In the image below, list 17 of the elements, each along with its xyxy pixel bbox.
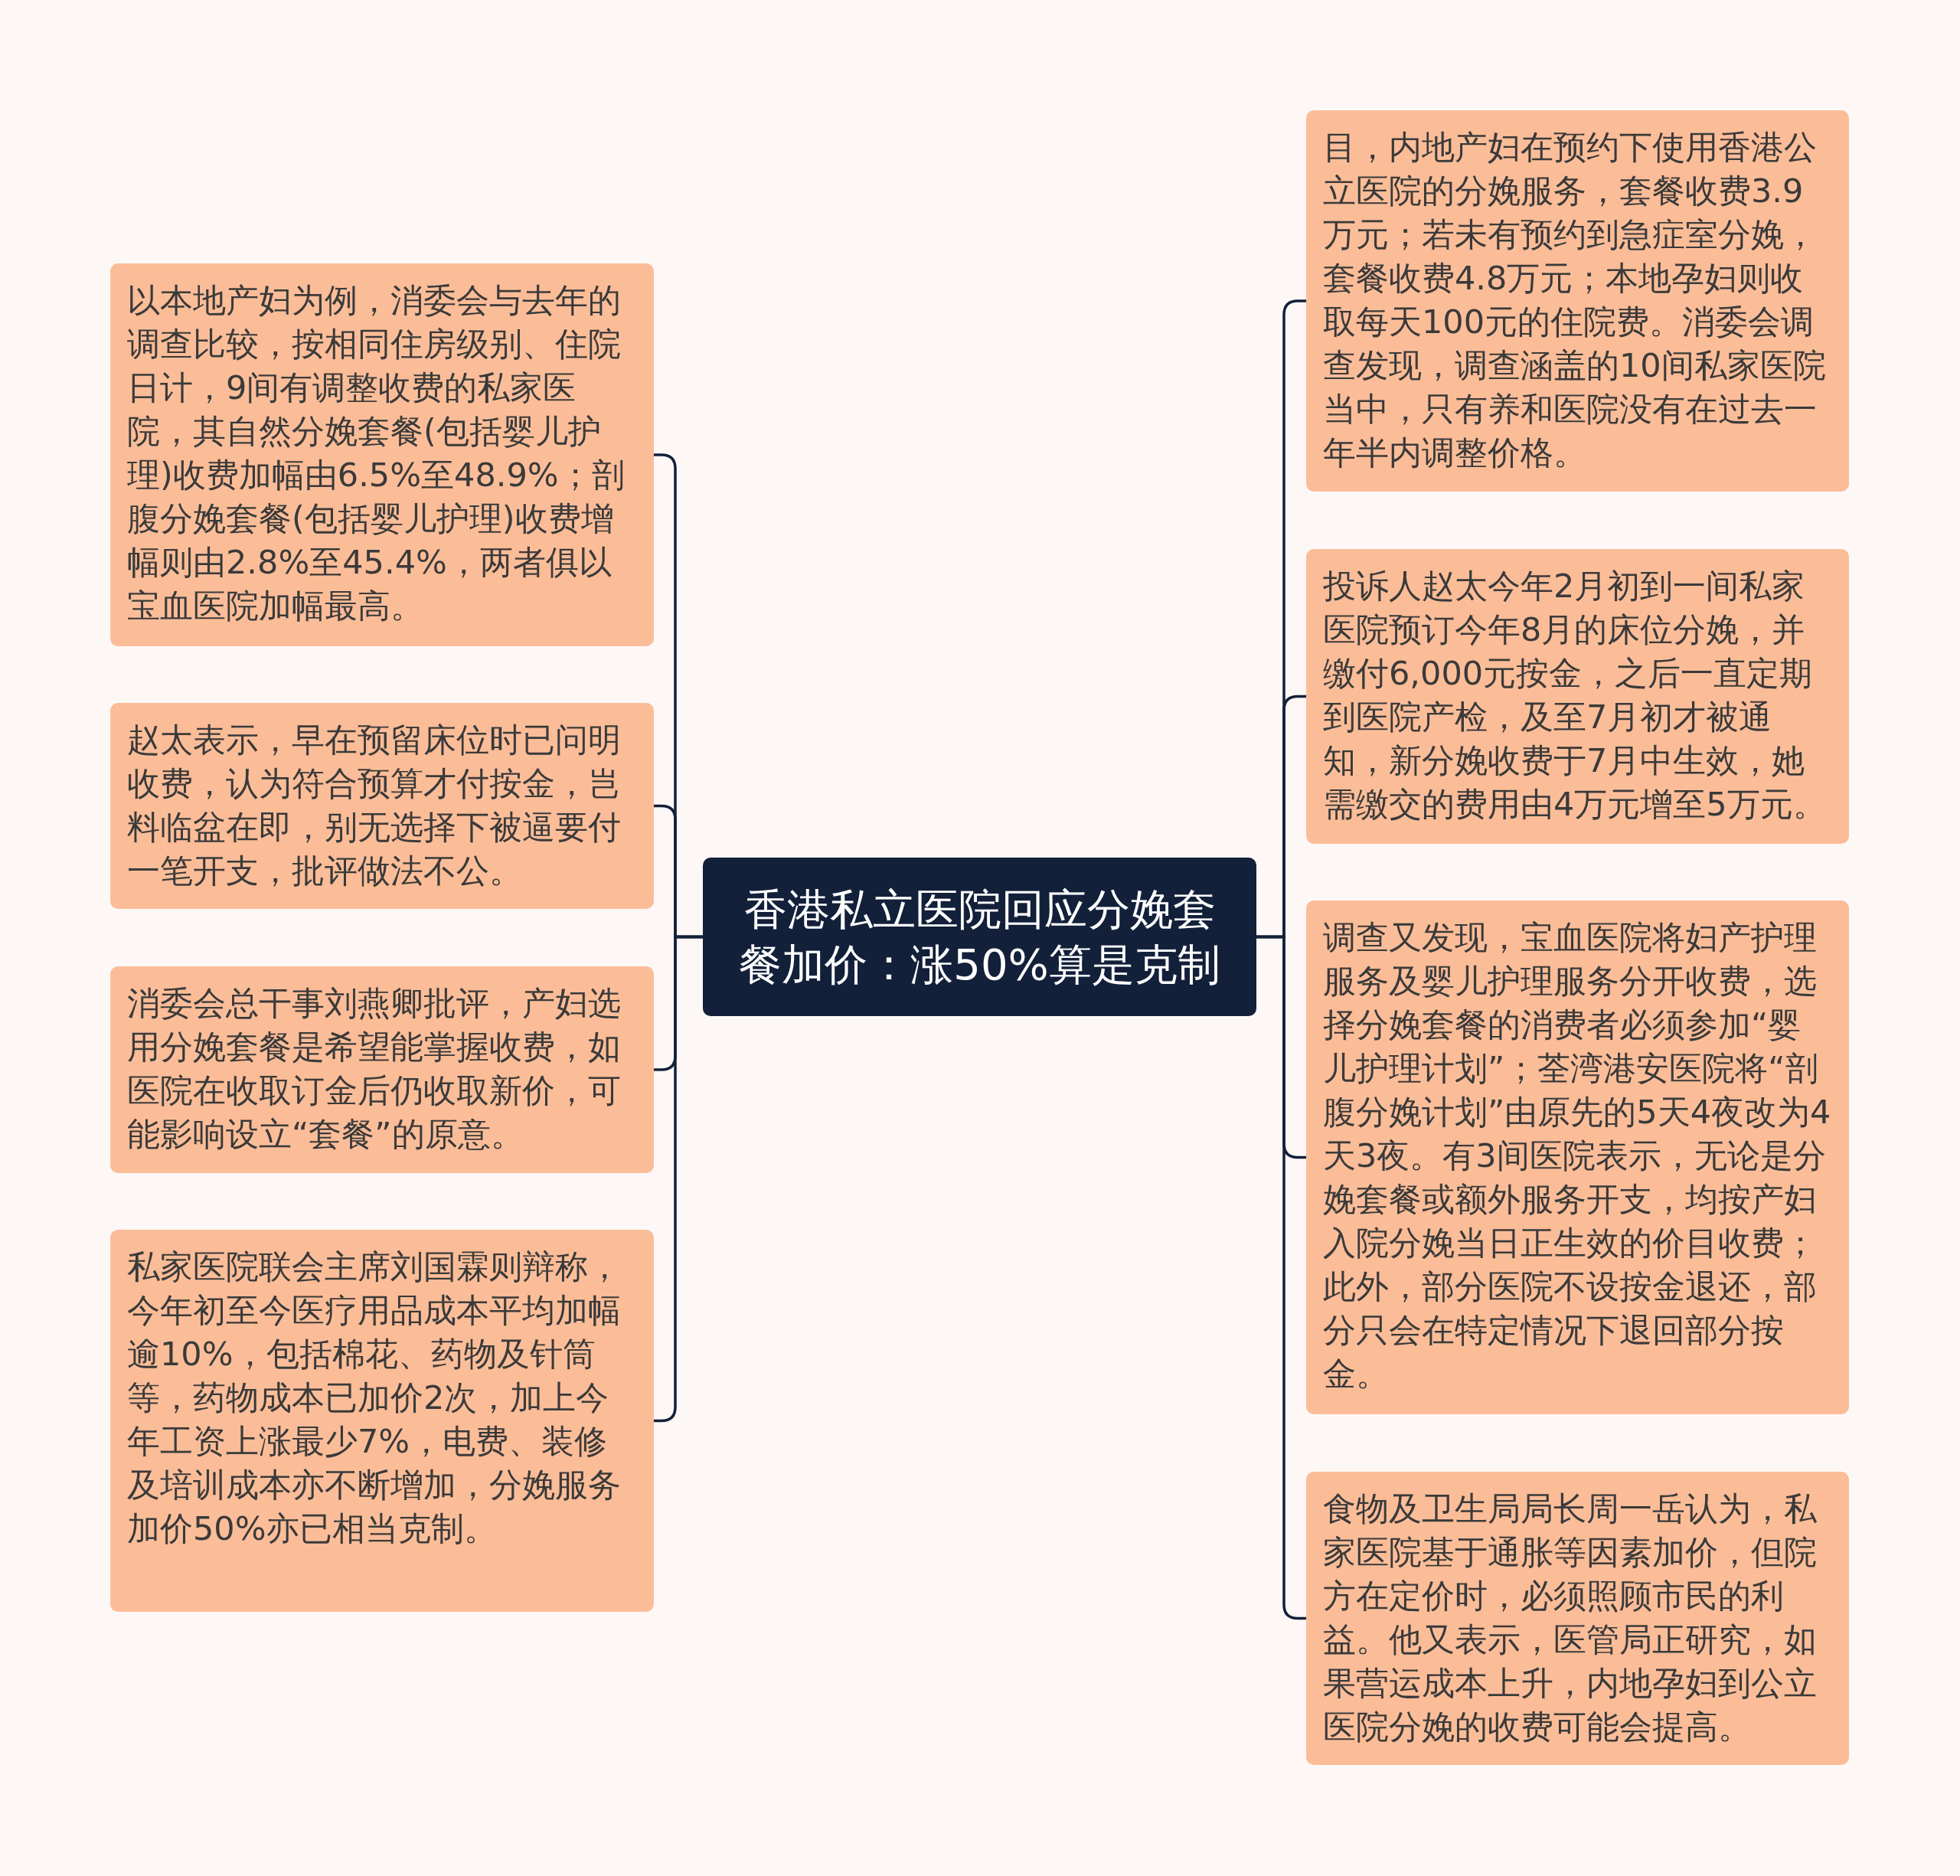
body-text: 以本地产妇为例，消委会与去年的调查比较，按相同住房级别、住院日计，9间有调整收费的私家医院，其自然分娩套餐(包括婴儿护理)收费加幅由6.5%至48.9%；剖腹分娩套餐(包括婴儿护理)收费增幅则由2.8%至45.4%，两者俱以宝血医院加幅最高。 <box>127 280 626 626</box>
body-text: 投诉人赵太今年2月初到一间私家医院预订今年8月的床位分娩，并缴付6,000元按金，之后一直定期到医院产检，及至7月初才被通知，新分娩收费于7月中生效，她需缴交的费用由4万元增至5万元。 <box>1323 566 1827 825</box>
body-text: 食物及卫生局局长周一岳认为，私家医院基于通胀等因素加价，但院方在定价时，必须照顾市民的利益。他又表示，医管局正研究，如果营运成本上升，内地孕妇到公立医院分娩的收费可能会提高。 <box>1323 1489 1818 1747</box>
body-text: 消委会总干事刘燕卿批评，产妇选用分娩套餐是希望能掌握收费，如医院在收取订金后仍收取新价，可能影响设立“套餐”的原意。 <box>127 983 622 1155</box>
topic-card <box>1306 110 1849 492</box>
central-topic <box>703 858 1256 1016</box>
topic-card <box>110 966 654 1173</box>
body-text: 目，内地产妇在预约下使用香港公立医院的分娩服务，套餐收费3.9万元；若未有预约到急症室分娩，套餐收费4.8万元；本地孕妇则收取每天100元的住院费。消委会调查发现，调查涵盖的10间私家医院当中，只有养和医院没有在过去一年半内调整价格。 <box>1323 127 1827 473</box>
title-text: 香港私立医院回应分娩套餐加价：涨50%算是克制 <box>738 883 1221 991</box>
topic-card <box>1306 1472 1849 1765</box>
body-text: 赵太表示，早在预留床位时已问明收费，认为符合预算才付按金，岂料临盆在即，别无选择下被逼要付一笔开支，批评做法不公。 <box>127 720 622 891</box>
body-text: 调查又发现，宝血医院将妇产护理服务及婴儿护理服务分开收费，选择分娩套餐的消费者必须参加“婴儿护理计划”；荃湾港安医院将“剖腹分娩计划”由原先的5天4夜改为4天3夜。有3间医院表示，无论是分娩套餐或额外服务开支，均按产妇入院分娩当日正生效的价目收费；此外，部分医院不设按金退还，部分只会在特定情况下退回部分按金。 <box>1323 917 1832 1394</box>
topic-card <box>110 1230 654 1612</box>
body-text: 私家医院联会主席刘国霖则辩称，今年初至今医疗用品成本平均加幅逾10%，包括棉花、药物及针筒等，药物成本已加价2次，加上今年工资上涨最少7%，电费、装修及培训成本亦不断增加，分娩服务加价50%亦已相当克制。 <box>127 1247 622 1549</box>
topic-card <box>110 703 654 909</box>
topic-card <box>1306 549 1849 844</box>
topic-card <box>110 263 654 646</box>
